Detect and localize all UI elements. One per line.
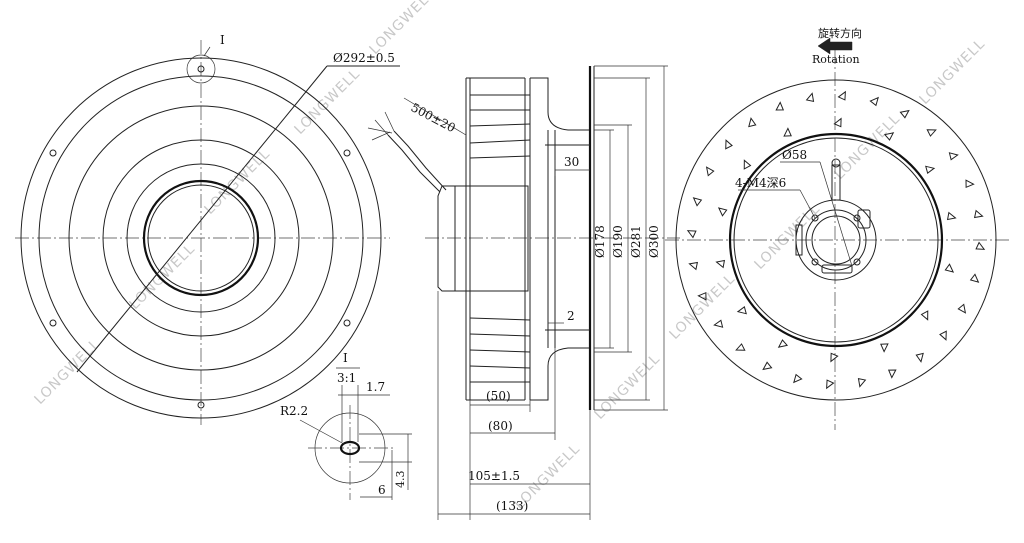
blade-mark xyxy=(920,310,929,321)
blade-mark xyxy=(925,165,936,174)
watermark: LONGWELL xyxy=(127,241,199,313)
watermark: LONGWELL xyxy=(832,111,904,183)
rotation-arrow-icon xyxy=(817,37,853,55)
detail-scale: 3:1 xyxy=(337,371,356,385)
dia-178-label: Ø178 xyxy=(593,225,607,258)
blade-mark xyxy=(857,377,867,388)
blade-mark xyxy=(735,343,746,351)
blade-mark xyxy=(725,139,733,150)
detail-marker-circle xyxy=(186,54,216,84)
blade-mark xyxy=(715,259,726,269)
watermark: LONGWELL xyxy=(592,351,664,423)
watermark: LONGWELL xyxy=(367,0,439,58)
blade-mark xyxy=(748,117,757,128)
dim-133-label: (133) xyxy=(496,499,528,513)
blade-mark xyxy=(946,211,957,221)
detail-label: I xyxy=(343,351,348,365)
watermark: LONGWELL xyxy=(667,271,739,343)
dia-58-label: Ø58 xyxy=(782,148,807,162)
detail-marker-label: I xyxy=(220,33,225,47)
watermark: LONGWELL xyxy=(752,201,824,273)
blade-mark xyxy=(973,209,984,219)
side-view: 500±20 30 2 Ø178 Ø190 Ø281 Ø300 (50) (80… xyxy=(367,65,680,520)
detail-dim-1-7: 1.7 xyxy=(366,380,385,394)
blade-mark xyxy=(975,241,986,250)
blade-marks xyxy=(686,90,986,390)
blade-mark xyxy=(948,152,959,161)
blade-mark xyxy=(775,101,785,111)
diameter-leader xyxy=(76,65,328,373)
dia-281-label: Ø281 xyxy=(629,225,643,258)
outer-diameter-label: Ø292±0.5 xyxy=(333,51,395,65)
dim-50-label: (50) xyxy=(486,389,511,403)
watermark: LONGWELL xyxy=(32,336,104,408)
blade-mark xyxy=(736,306,747,315)
rotation-label-cn: 旋转方向 xyxy=(818,26,862,40)
blade-mark xyxy=(688,261,699,271)
blade-mark xyxy=(969,273,980,283)
dim-30-label: 30 xyxy=(564,155,579,169)
blade-mark xyxy=(939,330,947,341)
m4-holes xyxy=(811,214,861,266)
blade-mark xyxy=(887,369,897,379)
dia-300-label: Ø300 xyxy=(647,225,661,258)
blade-mark xyxy=(880,343,889,353)
dim-105-label: 105±1.5 xyxy=(468,469,520,483)
blade-mark xyxy=(830,352,839,363)
blade-mark xyxy=(717,207,728,217)
blade-mark xyxy=(899,109,910,119)
blade-mark xyxy=(965,179,975,189)
blade-mark xyxy=(743,159,752,170)
blade-mark xyxy=(837,90,846,101)
blade-mark xyxy=(915,352,924,363)
blade-mark xyxy=(944,263,955,273)
blade-mark xyxy=(686,230,697,239)
rotation-label-en: Rotation xyxy=(812,53,860,66)
blade-mark xyxy=(826,379,835,390)
detail-dim-4-3: 4.3 xyxy=(394,471,407,489)
blade-mark xyxy=(833,117,842,128)
blade-mark xyxy=(762,361,773,371)
blade-mark xyxy=(783,127,792,137)
watermark-layer: LONGWELL LONGWELL LONGWELL LONGWELL LONG… xyxy=(32,0,989,513)
blade-mark xyxy=(777,339,789,348)
blade-mark xyxy=(926,129,937,137)
front-view: I Ø292±0.5 xyxy=(15,33,400,425)
blade-mark xyxy=(697,291,707,301)
blade-mark xyxy=(805,92,815,103)
blade-mark xyxy=(957,303,967,314)
blade-mark xyxy=(692,197,703,207)
dia-190-label: Ø190 xyxy=(611,225,625,258)
watermark: LONGWELL xyxy=(292,66,364,138)
cable-length-label: 500±20 xyxy=(409,100,458,135)
detail-view: I 3:1 1.7 R2.2 4.3 6 xyxy=(280,351,412,500)
watermark: LONGWELL xyxy=(917,36,989,108)
mounting-holes xyxy=(49,65,351,409)
blade-mark xyxy=(705,166,715,177)
detail-dim-6: 6 xyxy=(378,483,386,497)
detail-radius-label: R2.2 xyxy=(280,404,308,418)
rear-view: Ø58 4-M4深6 旋转方向 Rotation xyxy=(665,26,1010,430)
mount-holes-label: 4-M4深6 xyxy=(735,176,786,190)
dim-2-label: 2 xyxy=(567,309,575,323)
blade-mark xyxy=(883,132,895,141)
dim-80-label: (80) xyxy=(488,419,513,433)
blade-mark xyxy=(869,96,879,107)
blade-mark xyxy=(713,319,724,328)
blade-mark xyxy=(793,373,803,384)
